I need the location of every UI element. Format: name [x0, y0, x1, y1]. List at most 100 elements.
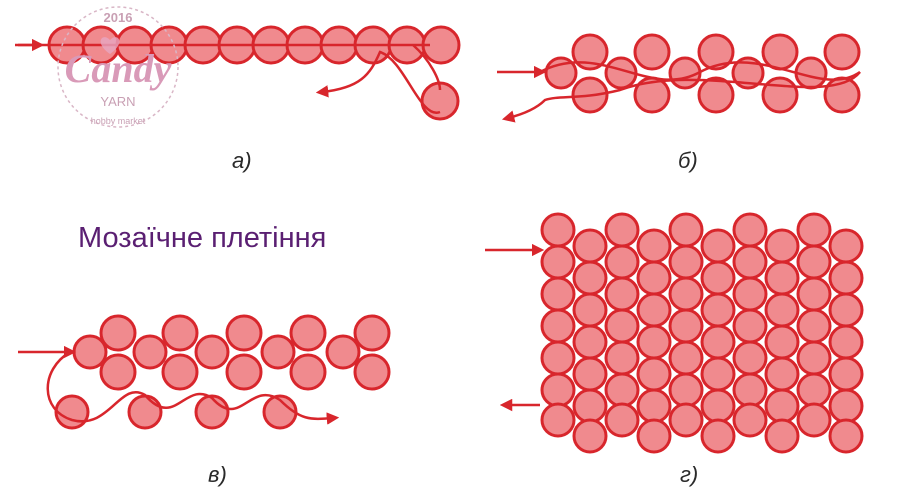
bead-g — [828, 324, 864, 360]
caption-b: б) — [678, 148, 698, 173]
bead-g — [636, 260, 672, 296]
bead-v-top — [161, 314, 199, 352]
bead-g — [604, 276, 640, 312]
candy-yarn-logo: 2016 Candy YARN hobby market — [57, 6, 179, 128]
bead-g — [796, 276, 832, 312]
bead-g — [604, 340, 640, 376]
bead-g — [636, 388, 672, 424]
bead-v-low — [353, 353, 391, 391]
bead-g — [572, 292, 608, 328]
bead-g — [700, 418, 736, 454]
bead-g — [540, 212, 576, 248]
bead-v-top — [225, 314, 263, 352]
bead-v-top — [289, 314, 327, 352]
bead-v-bottom — [194, 394, 230, 430]
bead-v-low — [289, 353, 327, 391]
bead-g — [636, 324, 672, 360]
thread-v-loops — [46, 350, 340, 425]
bead-g — [668, 244, 704, 280]
bead-g — [636, 292, 672, 328]
bead-g — [636, 418, 672, 454]
bead-v-mid — [132, 334, 168, 370]
bead-b-top — [571, 33, 609, 71]
bead-g — [764, 228, 800, 264]
bead-g — [700, 292, 736, 328]
bead-g — [732, 402, 768, 438]
bead-g — [540, 402, 576, 438]
bead-g — [700, 260, 736, 296]
bead-g — [764, 356, 800, 392]
bead-b-bottom — [761, 76, 799, 114]
bead-g — [764, 260, 800, 296]
bead-v-top — [353, 314, 391, 352]
caption-g: г) — [680, 462, 699, 487]
bead-g — [540, 276, 576, 312]
bead-g — [796, 308, 832, 344]
bead-g — [828, 260, 864, 296]
thread-b-out — [501, 71, 861, 123]
diagram-title: Мозаїчне плетіння — [78, 222, 327, 254]
bead-g — [668, 308, 704, 344]
bead-g — [764, 388, 800, 424]
bead-g — [732, 244, 768, 280]
bead-g — [764, 292, 800, 328]
beads-layer — [47, 25, 864, 454]
bead-g — [764, 418, 800, 454]
bead-g — [732, 340, 768, 376]
bead-g — [572, 356, 608, 392]
heart-icon — [100, 37, 120, 54]
threads-layer — [15, 38, 861, 425]
bead-g — [540, 308, 576, 344]
bead-g — [732, 276, 768, 312]
bead-g — [796, 212, 832, 248]
bead-g — [572, 388, 608, 424]
bead-v-mid — [194, 334, 230, 370]
bead-g — [668, 276, 704, 312]
bead-b-top — [697, 33, 735, 71]
bead-g — [796, 372, 832, 408]
caption-a: а) — [232, 148, 252, 173]
bead-g — [796, 402, 832, 438]
bead-g — [828, 228, 864, 264]
bead-g — [604, 212, 640, 248]
bead-b-top — [633, 33, 671, 71]
bead-g — [828, 292, 864, 328]
bead-g — [636, 228, 672, 264]
bead-v-bottom — [54, 394, 90, 430]
bead-g — [540, 372, 576, 408]
bead-v-mid — [72, 334, 108, 370]
bead-g — [540, 244, 576, 280]
bead-b-top — [823, 33, 861, 71]
logo-tagline: hobby market — [91, 116, 146, 126]
bead-v-low — [161, 353, 199, 391]
bead-g — [572, 324, 608, 360]
bead-g — [572, 260, 608, 296]
bead-v-low — [225, 353, 263, 391]
bead-g — [604, 244, 640, 280]
thread-b-weave — [539, 61, 861, 81]
bead-v-top — [99, 314, 137, 352]
bead-b-top — [761, 33, 799, 71]
bead-g — [604, 308, 640, 344]
bead-g — [540, 340, 576, 376]
bead-v-bottom — [127, 394, 163, 430]
caption-v: в) — [208, 462, 227, 487]
logo-brand: Candy — [65, 46, 172, 91]
bead-g — [828, 418, 864, 454]
thread-a-return — [315, 50, 441, 114]
bead-g — [572, 418, 608, 454]
bead-b-mid — [731, 56, 765, 90]
logo-year: 2016 — [104, 10, 133, 25]
bead-v-mid — [325, 334, 361, 370]
bead-g — [636, 356, 672, 392]
bead-g — [732, 212, 768, 248]
bead-g — [732, 372, 768, 408]
bead-g — [668, 340, 704, 376]
bead-b-bottom — [697, 76, 735, 114]
bead-g — [796, 340, 832, 376]
bead-g — [668, 212, 704, 248]
bead-g — [796, 244, 832, 280]
bead-g — [572, 228, 608, 264]
bead-g — [668, 372, 704, 408]
